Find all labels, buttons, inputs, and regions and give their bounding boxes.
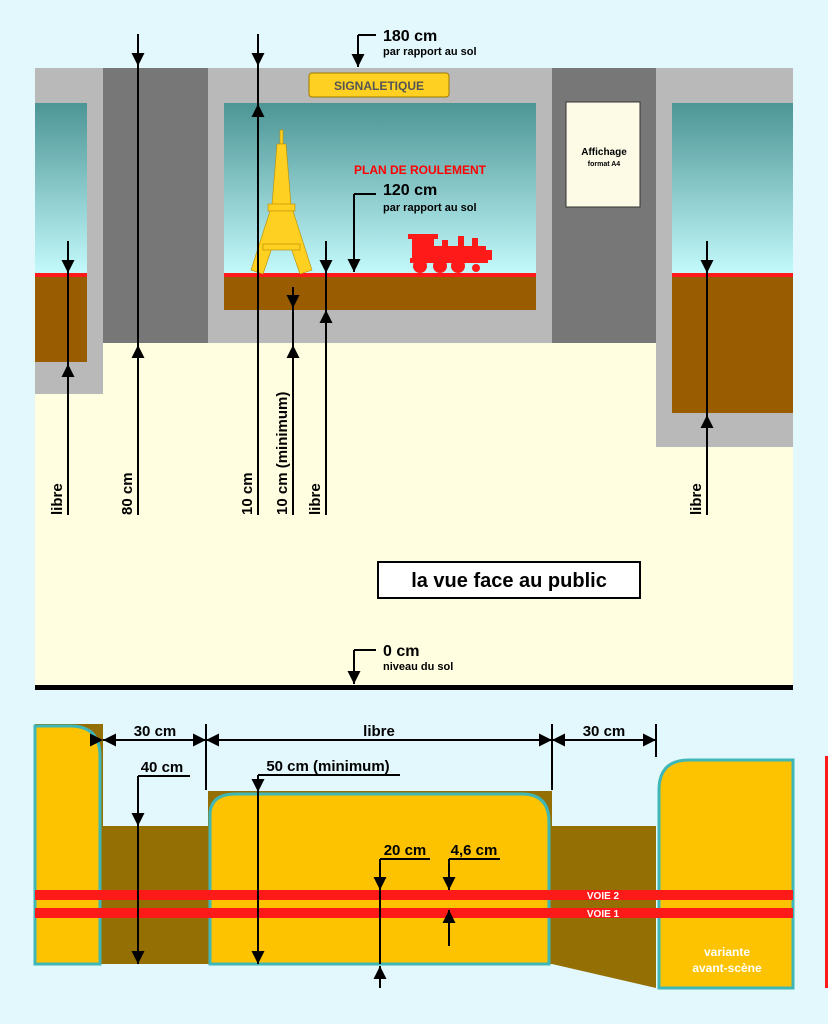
top-view: VOIE 2 VOIE 1 30 cm libre 30 cm 40 cm 50… [33,723,828,990]
poster-subtitle: format A4 [588,161,621,168]
left-pillar [103,68,208,343]
center-shelf [208,310,552,343]
track-2-band [35,890,793,900]
public-view-banner [377,561,641,599]
signage-label: SIGNALETIQUE [334,79,424,93]
gap-right-label: 30 cm [583,723,626,740]
eiffel-tower-icon [250,129,313,275]
left-window-sky [35,103,87,276]
steam-locomotive-icon [408,234,492,273]
center-post-left [208,103,224,310]
signage-board [308,72,450,98]
right-post [656,103,672,447]
left-free-label: libre [49,483,66,515]
center-rail [224,273,536,277]
track-2-label: VOIE 2 [587,891,620,902]
rolling-plane-title: PLAN DE ROULEMENT [354,163,487,177]
front-view: SIGNALETIQUE Affichage format A4 [35,28,793,690]
left-post [87,103,103,362]
center-post-right [536,103,552,310]
dim-10min-label: 10 cm (minimum) [274,392,291,515]
left-earth-block [35,276,87,362]
public-view-banner-text: la vue face au public [411,570,607,592]
dim-10-label: 10 cm [239,472,256,515]
pillar-80-label: 80 cm [119,472,136,515]
rolling-plane-value: 120 cm [383,182,437,199]
track-1-band [35,908,793,918]
variant-label-line1: variante [704,945,750,959]
track-spacing-label: 20 cm [384,842,427,859]
right-module [657,758,795,990]
right-gap-fill [552,826,656,988]
right-rail [672,273,793,277]
poster-title: Affichage [581,147,627,158]
gap-left-label: 30 cm [134,723,177,740]
top-height-note: par rapport au sol [383,46,477,58]
ground-note: niveau du sol [383,661,453,673]
right-earth-block [672,276,793,413]
track-1-label: VOIE 1 [587,909,620,920]
right-shelf [672,413,793,447]
top-height-value: 180 cm [383,28,437,45]
ground-value: 0 cm [383,643,419,660]
right-free-label: libre [688,483,705,515]
left-rail [35,273,87,277]
poster-board [565,101,641,208]
right-edge-marker [825,756,828,988]
right-window-sky [672,103,793,276]
free-span-label: libre [363,723,395,740]
track-offset-label: 4,6 cm [451,842,498,859]
variant-label-line2: avant-scène [692,961,762,975]
center-free-label: libre [307,483,324,515]
depth-50-label: 50 cm (minimum) [266,758,389,775]
center-earth-block [224,276,536,310]
rolling-plane-note: par rapport au sol [383,202,477,214]
ground-line [35,685,793,690]
depth-40-label: 40 cm [141,759,184,776]
left-module [33,724,102,966]
